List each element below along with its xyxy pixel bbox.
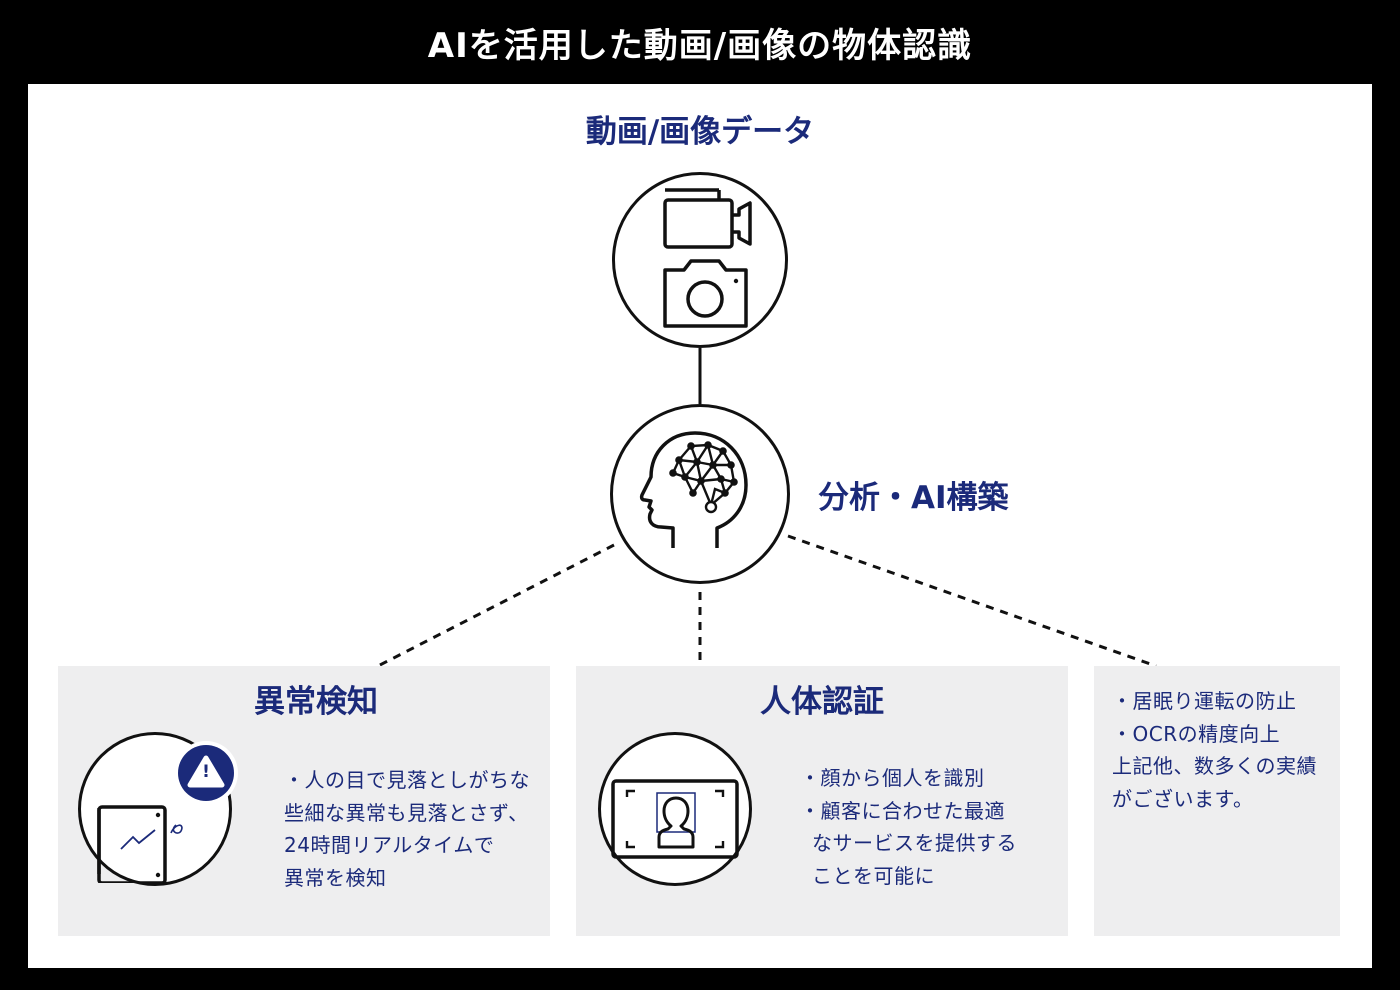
photo-camera-icon xyxy=(663,259,748,328)
page-title: AIを活用した動画/画像の物体認識 xyxy=(427,25,973,66)
description-line: 24時間リアルタイムで xyxy=(284,833,495,857)
description-line: ・顧客に合わせた最適 xyxy=(800,798,1005,823)
card-title: 異常検知 xyxy=(254,684,378,720)
description-line: 異常を検知 xyxy=(284,865,387,890)
description-line: なサービスを提供する xyxy=(812,831,1017,855)
card-human-authentication: 人体認証 ・顔から個人を識別 ・顧客に合わせた最適 なサービスを提供する ことを… xyxy=(576,666,1068,936)
input-node-label: 動画/画像データ xyxy=(585,114,815,150)
warning-symbol: ! xyxy=(202,762,210,782)
description-line: がございます。 xyxy=(1112,786,1254,811)
face-recognition-circle xyxy=(598,732,752,886)
warning-badge: ! xyxy=(178,745,234,801)
brain-network-head-icon xyxy=(639,431,748,548)
ai-node-label: 分析・AI構築 xyxy=(818,480,1009,516)
description-line: ・OCRの精度向上 xyxy=(1112,721,1281,746)
achievements-description: ・居眠り運転の防止 ・OCRの精度向上 上記他、数多くの実績 がございます。 xyxy=(1112,685,1317,815)
dashed-connector-left xyxy=(377,543,615,668)
description-line: ・顔から個人を識別 xyxy=(800,766,985,790)
description-line: ・人の目で見落としがちな xyxy=(284,768,530,792)
description-line: 上記他、数多くの実績 xyxy=(1112,754,1317,778)
authentication-description: ・顔から個人を識別 ・顧客に合わせた最適 なサービスを提供する ことを可能に xyxy=(800,762,1017,892)
diagram-panel: 動画/画像データ xyxy=(28,84,1372,968)
connector-lines xyxy=(377,348,1157,668)
warning-triangle-icon xyxy=(187,755,225,788)
ai-node-circle xyxy=(610,404,790,584)
video-camera-icon xyxy=(663,188,752,249)
description-line: 些細な異常も見落とさず、 xyxy=(284,800,529,825)
card-other-achievements: ・居眠り運転の防止 ・OCRの精度向上 上記他、数多くの実績 がございます。 xyxy=(1094,666,1340,936)
face-recognition-frame-icon xyxy=(611,779,739,859)
media-icons xyxy=(663,188,752,328)
card-title: 人体認証 xyxy=(760,684,884,720)
card-anomaly-detection: 異常検知 ! ・人の目で見落としがちな xyxy=(58,666,550,936)
description-line: ・居眠り運転の防止 xyxy=(1112,689,1297,713)
warning-badge-ring: ! xyxy=(174,741,238,805)
dashed-connector-right xyxy=(787,534,1157,668)
description-line: ことを可能に xyxy=(812,863,935,888)
anomaly-description: ・人の目で見落としがちな 些細な異常も見落とさず、 24時間リアルタイムで 異常… xyxy=(284,764,530,894)
input-node-circle xyxy=(612,172,788,348)
tablet-with-warning-icon xyxy=(97,805,183,883)
